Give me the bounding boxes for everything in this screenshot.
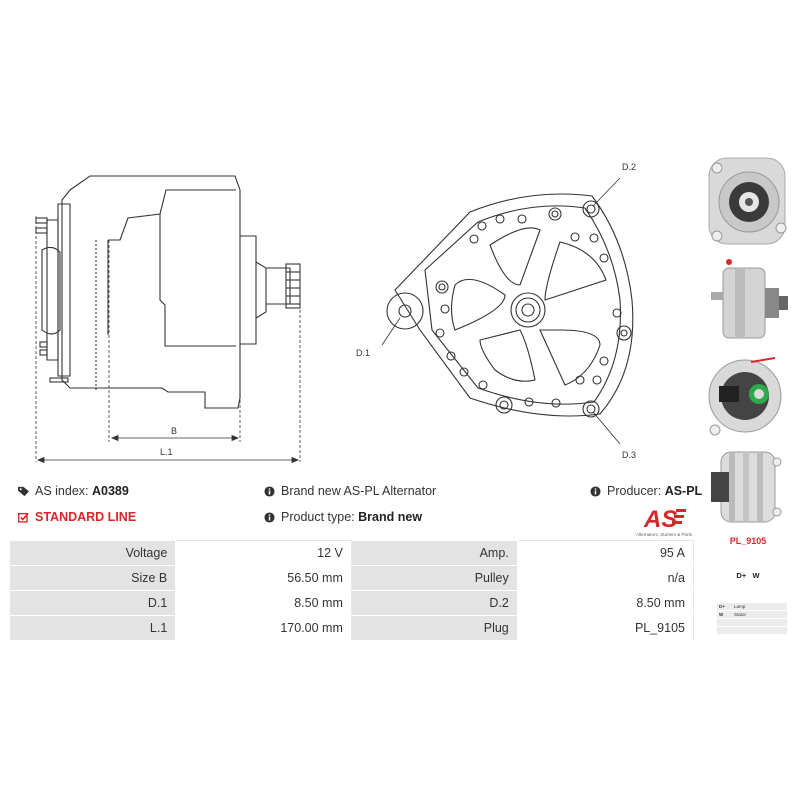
spec-value: n/a xyxy=(516,565,695,591)
description-text: Brand new AS-PL Alternator xyxy=(281,484,437,498)
standard-line-label: STANDARD LINE xyxy=(35,510,137,524)
plug-pin-key: W xyxy=(719,612,724,617)
dimension-d1-label: D.1 xyxy=(356,348,370,358)
as-index: AS index: A0389 xyxy=(18,484,129,498)
as-logo: AS xyxy=(628,503,692,539)
spec-value: 170.00 mm xyxy=(175,615,352,641)
spec-value: 95 A xyxy=(516,540,695,566)
plug-pin-desc: Stator xyxy=(734,612,747,617)
plug-pin-desc: Lamp xyxy=(734,604,746,609)
producer-value: AS-PL xyxy=(664,484,703,498)
product-type-label: Product type: xyxy=(281,510,355,524)
spec-label: Pulley xyxy=(351,565,518,591)
spec-value: 56.50 mm xyxy=(175,565,352,591)
spec-label: L.1 xyxy=(10,615,177,641)
front-view-drawing xyxy=(381,177,634,445)
dimension-b-label: B xyxy=(171,426,177,436)
standard-line: STANDARD LINE xyxy=(18,510,136,524)
spec-label: Size B xyxy=(10,565,177,591)
spec-value: 8.50 mm xyxy=(516,590,695,616)
product-photo-angle xyxy=(711,451,782,523)
producer: Producer: AS-PL xyxy=(590,484,702,498)
product-photo-front xyxy=(708,157,787,245)
technical-drawing: B L.1 D.1 D.2 xyxy=(35,162,636,464)
plug-row xyxy=(717,627,787,634)
product-photo-side xyxy=(711,259,788,339)
spec-label: D.2 xyxy=(351,590,518,616)
as-index-label: AS index: xyxy=(35,484,89,498)
product-description: Brand new AS-PL Alternator xyxy=(264,484,436,498)
logo-text: AS xyxy=(643,506,677,533)
spec-label: D.1 xyxy=(10,590,177,616)
spec-value: 12 V xyxy=(175,540,352,566)
checkbox-icon xyxy=(18,512,29,523)
plug-row: W Stator xyxy=(717,611,787,618)
producer-label: Producer: xyxy=(607,484,662,498)
dimension-l1-label: L.1 xyxy=(160,447,173,457)
plug-pin-key: D+ xyxy=(719,604,725,609)
plug-row: D+ Lamp xyxy=(717,603,787,610)
plug-title: PL_9105 xyxy=(729,536,767,546)
product-photo-rear xyxy=(708,357,782,436)
info-icon xyxy=(264,511,275,523)
plug-pins: D+ W xyxy=(736,571,760,580)
side-view-drawing xyxy=(35,175,301,409)
as-index-value: A0389 xyxy=(92,484,129,498)
product-type: Product type: Brand new xyxy=(264,510,422,524)
spec-label: Voltage xyxy=(10,540,177,566)
spec-label: Amp. xyxy=(351,540,518,566)
dimension-d2-label: D.2 xyxy=(622,162,636,172)
product-type-value: Brand new xyxy=(358,510,423,524)
dimension-lines xyxy=(35,216,301,464)
plug-row xyxy=(717,619,787,626)
logo-tagline: Alternators, Starters & Parts xyxy=(635,532,692,537)
tag-icon xyxy=(18,486,29,496)
spec-value: 8.50 mm xyxy=(175,590,352,616)
info-icon xyxy=(590,485,601,497)
dimension-d3-label: D.3 xyxy=(622,450,636,460)
spec-value: PL_9105 xyxy=(516,615,695,641)
info-icon xyxy=(264,485,275,497)
spec-label: Plug xyxy=(351,615,518,641)
